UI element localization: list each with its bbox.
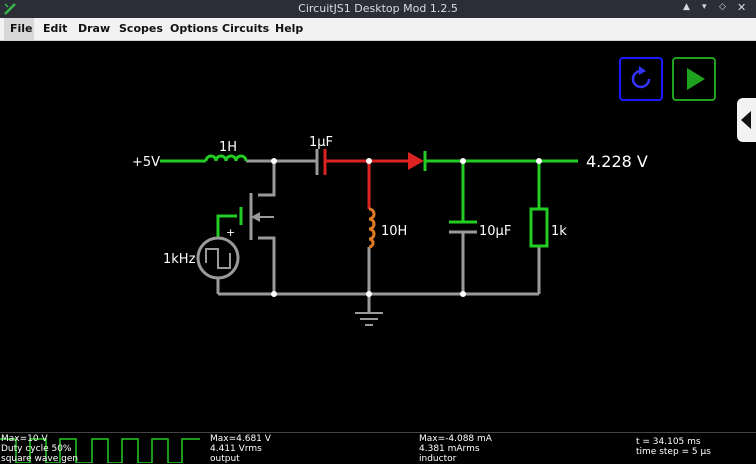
scope-panel[interactable]: Max=10 V Duty cycle 50% square wave gen … [0, 432, 756, 464]
simulation-time: t = 34.105 ms [636, 437, 701, 447]
square-wave-generator[interactable] [196, 236, 240, 280]
source-frequency-label: 1kHz [163, 252, 196, 267]
scope-3-name: inductor [419, 454, 457, 464]
capacitor-1uf-label: 1μF [309, 135, 333, 150]
inductor-1h[interactable] [204, 154, 248, 162]
time-step: time step = 5 μs [636, 447, 711, 457]
capacitor-10uf-label: 10μF [479, 224, 511, 239]
inductor-10h[interactable] [368, 207, 376, 249]
node [460, 158, 466, 164]
menu-circuits[interactable]: Circuits [222, 22, 270, 35]
ground-symbol [355, 312, 383, 326]
node [271, 158, 277, 164]
scope-3-rms: 4.381 mArms [419, 444, 480, 454]
wire-drain[interactable] [258, 161, 276, 197]
scope-3-readout: Max=-4.088 mA 4.381 mArms inductor [419, 434, 492, 464]
menu-options[interactable]: Options [170, 22, 219, 35]
scope-1-readout: Max=10 V Duty cycle 50% square wave gen [1, 434, 78, 464]
mosfet[interactable] [239, 193, 274, 240]
node [366, 291, 372, 297]
supply-label: +5V [132, 155, 160, 170]
app-icon [4, 3, 16, 15]
play-icon [687, 68, 705, 90]
scope-2-readout: Max=4.681 V 4.411 Vrms output [210, 434, 271, 464]
menu-bar: File Edit Draw Scopes Options Circuits H… [0, 18, 756, 41]
scope-1-max: Max=10 V [1, 434, 48, 444]
maximize-icon[interactable]: ◇ [719, 2, 726, 12]
triangle-left-icon [741, 111, 751, 129]
scope-2-name: output [210, 454, 240, 464]
source-polarity-label: + [226, 226, 235, 239]
window-title: CircuitJS1 Desktop Mod 1.2.5 [298, 2, 458, 15]
menu-edit[interactable]: Edit [43, 22, 68, 35]
menu-file[interactable]: File [4, 18, 34, 40]
resistor-1k[interactable] [529, 207, 549, 248]
inductor-1h-label: 1H [219, 140, 237, 155]
diode[interactable] [408, 152, 424, 170]
wire-source[interactable] [258, 236, 276, 294]
up-icon[interactable]: ▲ [683, 2, 690, 12]
output-voltage-label: 4.228 V [586, 152, 648, 171]
minimize-icon[interactable]: ▾ [702, 2, 707, 12]
menu-scopes[interactable]: Scopes [119, 22, 163, 35]
scope-3-max: Max=-4.088 mA [419, 434, 492, 444]
inductor-10h-label: 10H [381, 224, 407, 239]
resistor-1k-label: 1k [551, 224, 567, 239]
scope-2-rms: 4.411 Vrms [210, 444, 262, 454]
wire-gate[interactable] [216, 214, 237, 238]
reset-button[interactable] [619, 57, 663, 101]
node [366, 158, 372, 164]
time-readout: t = 34.105 ms time step = 5 μs [636, 437, 711, 457]
node [271, 291, 277, 297]
scope-1-duty: Duty cycle 50% [1, 444, 72, 454]
scope-1-name: square wave gen [1, 454, 79, 464]
scope-2-max: Max=4.681 V [210, 434, 271, 444]
sidebar-toggle[interactable] [737, 98, 756, 142]
menu-help[interactable]: Help [275, 22, 304, 35]
title-bar: CircuitJS1 Desktop Mod 1.2.5 ▲ ▾ ◇ ✕ [0, 0, 756, 18]
run-stop-button[interactable] [672, 57, 716, 101]
scope-1-trace [0, 438, 200, 463]
menu-draw[interactable]: Draw [78, 22, 111, 35]
node [460, 291, 466, 297]
close-icon[interactable]: ✕ [737, 1, 747, 14]
reset-icon [631, 66, 651, 89]
circuit-canvas[interactable]: +5V 1H 1μF 4.228 V 10H 10μF 1k 1kHz + [0, 41, 756, 432]
node [536, 158, 542, 164]
